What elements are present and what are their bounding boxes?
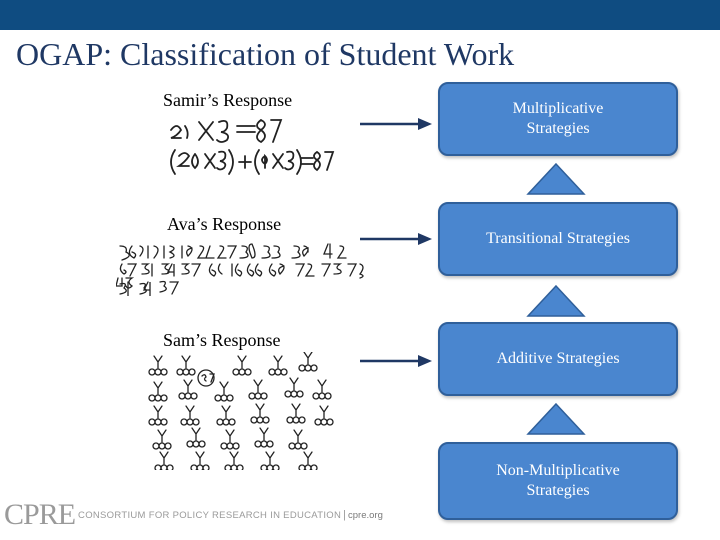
transitional-strategies-label: Transitional Strategies xyxy=(486,229,630,249)
ava-handwritten-work xyxy=(116,240,366,296)
slide-title: OGAP: Classification of Student Work xyxy=(16,36,514,73)
additive-strategies-label: Additive Strategies xyxy=(496,349,619,369)
up-triangle-3 xyxy=(526,402,586,436)
sam-handwritten-groups xyxy=(148,352,348,470)
samir-to-multiplicative-arrow xyxy=(358,116,434,132)
transitional-strategies-box: Transitional Strategies xyxy=(438,202,678,276)
non-multiplicative-strategies-label: Non-Multiplicative Strategies xyxy=(473,461,643,501)
cpre-logo-mark: CPRE xyxy=(4,498,75,532)
up-triangle-1 xyxy=(526,162,586,196)
samir-response-label: Samir’s Response xyxy=(163,90,292,111)
cpre-logo: CPRE CONSORTIUM FOR POLICY RESEARCH IN E… xyxy=(4,498,383,532)
sam-to-additive-arrow xyxy=(358,353,434,369)
multiplicative-strategies-label: Multiplicative Strategies xyxy=(498,99,618,139)
cpre-url: cpre.org xyxy=(348,510,383,521)
sam-response-label: Sam’s Response xyxy=(163,330,281,351)
ava-to-transitional-arrow xyxy=(358,231,434,247)
ava-response-label: Ava’s Response xyxy=(167,214,281,235)
additive-strategies-box: Additive Strategies xyxy=(438,322,678,396)
top-banner xyxy=(0,0,720,30)
samir-handwritten-work xyxy=(165,112,335,182)
cpre-org-name: CONSORTIUM FOR POLICY RESEARCH IN EDUCAT… xyxy=(78,510,341,521)
multiplicative-strategies-box: Multiplicative Strategies xyxy=(438,82,678,156)
non-multiplicative-strategies-box: Non-Multiplicative Strategies xyxy=(438,442,678,520)
logo-separator: | xyxy=(343,509,346,521)
up-triangle-2 xyxy=(526,284,586,318)
